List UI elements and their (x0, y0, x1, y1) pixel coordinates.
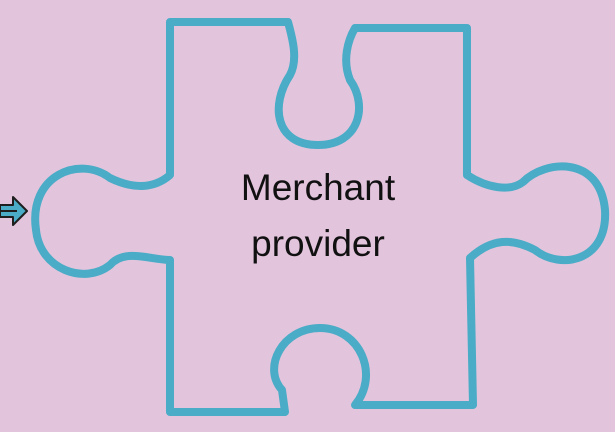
puzzle-piece-shape (31, 18, 610, 416)
piece-label-line-1: Merchant (241, 167, 396, 208)
piece-label-line-2: provider (251, 223, 385, 264)
double-arrow-right-icon (0, 196, 28, 226)
